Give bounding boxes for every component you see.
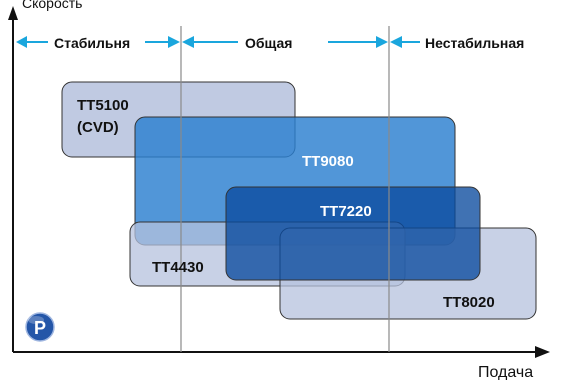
grade-label-tt8020: TT8020 [443,294,495,311]
zone-label-stable: Стабильня [54,35,130,51]
zone-label-unstable: Нестабильная [425,35,524,51]
zone-label-general: Общая [245,35,292,51]
x-axis-arrow [535,346,550,358]
grade-label-tt4430: TT4430 [152,259,204,276]
zone1-left-arrowhead [16,36,27,48]
p-logo-icon: P [25,312,55,342]
zone3-left-arrowhead [390,36,402,48]
y-axis-label: Скорость [22,0,82,11]
grade-label-tt9080: TT9080 [302,153,354,170]
grade-box-tt7220 [225,186,481,281]
grade-label-tt7220: TT7220 [320,203,372,220]
x-axis-label: Подача [478,364,533,380]
zone2-right-arrowhead [376,36,388,48]
zone1-right-arrowhead [168,36,180,48]
svg-text:P: P [34,318,46,338]
zone-arrows [16,36,420,48]
y-axis-arrow [8,6,18,20]
grade-label-tt5100-line2: (CVD) [77,119,119,136]
grade-label-tt5100-line1: TT5100 [77,97,129,114]
zone2-left-arrowhead [182,36,194,48]
